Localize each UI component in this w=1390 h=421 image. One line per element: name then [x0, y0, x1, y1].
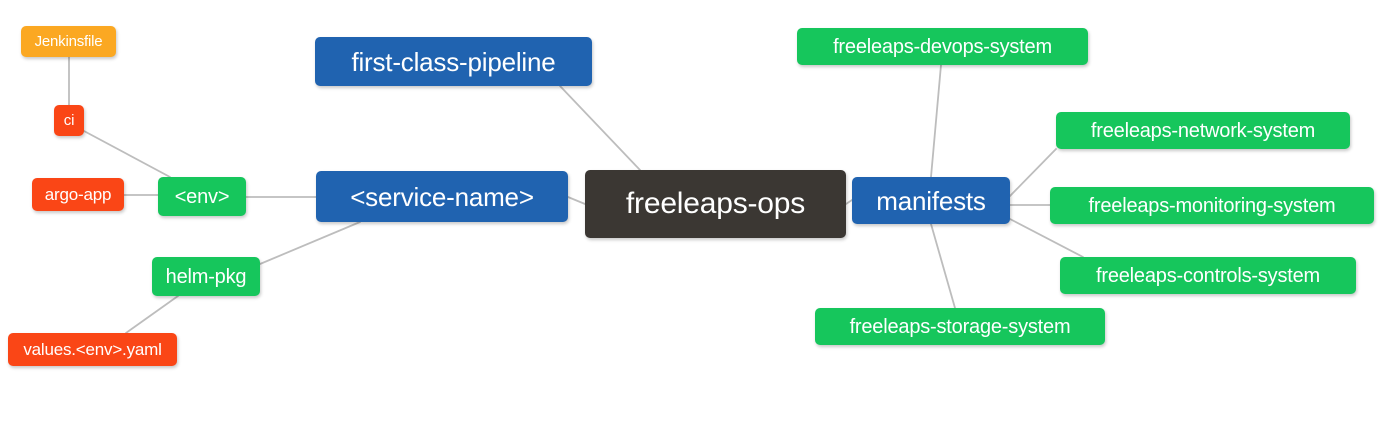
node-manifests[interactable]: manifests — [852, 177, 1010, 224]
node-controls-system[interactable]: freeleaps-controls-system — [1060, 257, 1356, 294]
node-root[interactable]: freeleaps-ops — [585, 170, 846, 238]
node-ci[interactable]: ci — [54, 105, 84, 136]
node-env[interactable]: <env> — [158, 177, 246, 216]
node-jenkinsfile[interactable]: Jenkinsfile — [21, 26, 116, 57]
edge-manifests-to-devops-system — [930, 64, 942, 178]
edge-root-to-service-name — [567, 196, 586, 205]
node-service-name[interactable]: <service-name> — [316, 171, 568, 222]
edge-manifests-to-controls-system — [1009, 218, 1084, 258]
node-monitoring-system[interactable]: freeleaps-monitoring-system — [1050, 187, 1374, 224]
edge-root-to-first-class-pipeline — [559, 85, 641, 171]
edge-helm-pkg-to-values-yaml — [125, 295, 179, 334]
node-network-system[interactable]: freeleaps-network-system — [1056, 112, 1350, 149]
node-first-class-pipeline[interactable]: first-class-pipeline — [315, 37, 592, 86]
node-argo-app[interactable]: argo-app — [32, 178, 124, 211]
node-values-yaml[interactable]: values.<env>.yaml — [8, 333, 177, 366]
edge-service-name-to-helm-pkg — [259, 221, 361, 265]
node-devops-system[interactable]: freeleaps-devops-system — [797, 28, 1088, 65]
edge-env-to-ci — [83, 130, 171, 178]
edge-manifests-to-storage-system — [930, 223, 956, 309]
node-storage-system[interactable]: freeleaps-storage-system — [815, 308, 1105, 345]
node-helm-pkg[interactable]: helm-pkg — [152, 257, 260, 296]
edge-manifests-to-network-system — [1009, 148, 1057, 197]
